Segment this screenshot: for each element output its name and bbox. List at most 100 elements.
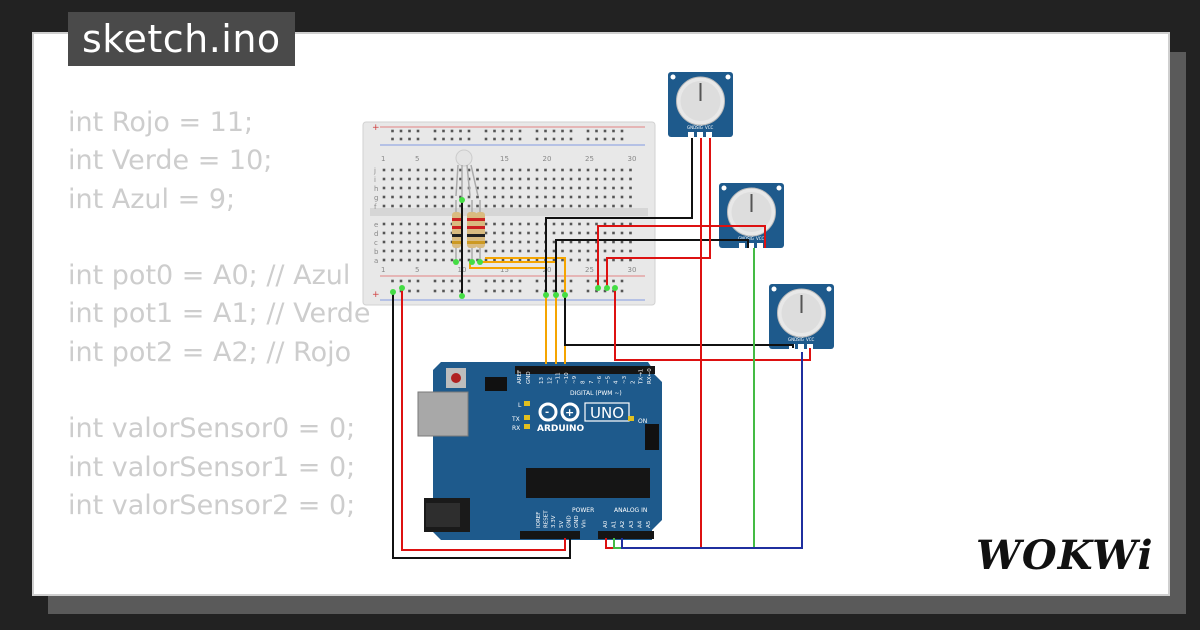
breadboard-row-letter: e [374,221,378,229]
arduino-model: UNO [590,404,624,422]
aref-pin-label: AREF [517,370,523,384]
code-line: int Rojo = 11; [68,107,254,138]
wokwi-logo: WOKWi [976,532,1154,579]
digital-pin-label: TX→1 [639,369,645,385]
analog-pin-label: A2 [620,521,626,528]
breadboard-col-number: 15 [500,266,509,274]
breadboard-row-letter: c [374,239,378,247]
code-line: int pot0 = A0; // Azul [68,260,351,292]
code-line: int valorSensor1 = 0; [68,451,356,483]
code-line: int pot2 = A2; // Rojo [68,336,352,368]
wire-black-pot1 [545,138,693,295]
analog-pin-label: A4 [637,520,643,528]
wire-blue-a0 [621,352,803,549]
led-tx-label: TX [511,416,520,423]
code-preview: int Rojo = 11;int Verde = 10;int Azul = … [68,104,398,524]
digital-pin-label: 7 [589,380,595,384]
power-pin-label: IOREF [536,512,542,528]
pot-pin-label: SIG [747,236,754,241]
breadboard-col-number: 5 [415,266,419,274]
breadboard-col-number: 30 [628,155,637,163]
usb-port [417,391,469,437]
pot-pin-label: GND [788,337,797,342]
digital-pin-label: ~9 [572,375,578,384]
digital-pin-label: 13 [539,377,545,384]
breadboard-row-letter: j [373,167,376,175]
analog-label: ANALOG IN [614,507,647,514]
digital-pin-label: 12 [547,377,553,384]
code-line: int valorSensor2 = 0; [68,489,356,521]
digital-pin-label: ~10 [564,372,570,384]
arduino-brand: ARDUINO [537,424,585,434]
digital-pin-label: ~3 [622,375,628,384]
breadboard-row-letter: a [374,257,378,265]
breadboard-row-letter: d [374,230,378,238]
breadboard-col-number: 5 [415,155,419,163]
breadboard-row-letter: f [374,203,377,211]
power-header [520,531,580,539]
wire-orange-1 [469,262,547,364]
code-line: int Verde = 10; [68,145,273,177]
power-pin-label: RESET [544,510,550,528]
wire-red-pot3 [614,288,811,361]
power-pin-label: GND [574,515,580,528]
power-pin-label: Vin [582,519,588,528]
power-pin-label: 3.3V [551,515,557,528]
code-line: int pot1 = A1; // Verde [68,298,371,330]
breadboard-col-number: 25 [585,266,594,274]
breadboard-col-number: 25 [585,155,594,163]
analog-pin-label: A5 [646,520,652,528]
digital-pin-label: RX←0 [647,368,653,384]
pot-pin-label: SIG [696,125,703,130]
gnd-pin-label: GND [526,371,532,384]
breadboard-row-letter: i [374,176,376,184]
led-l-label: L [518,402,522,409]
icsp-header-2 [645,424,659,450]
analog-pin-label: A3 [629,520,635,528]
wire-red-5v [401,288,566,551]
svg-text:+: + [565,406,574,419]
digital-pin-label: 8 [581,380,587,384]
resistor-1 [452,200,461,262]
analog-header [598,531,654,539]
file-tab[interactable]: sketch.ino [68,12,295,66]
icsp-header [485,377,507,391]
arduino-infinity-logo [538,402,580,422]
wire-red-pot1 [606,138,711,288]
svg-text:-: - [545,407,549,418]
pot-pin-label: VCC [705,125,714,130]
wire-black-gnd [392,292,571,559]
pot-pin-label: SIG [797,337,804,342]
svg-text:+: + [372,123,380,133]
resistor-2 [467,200,477,262]
digital-pin-label: ~11 [556,372,562,384]
analog-pin-label: A1 [612,521,618,528]
power-label: POWER [572,507,594,514]
rgb-led [455,149,479,200]
breadboard-col-number: 1 [381,155,385,163]
breadboard-col-number: 15 [500,155,509,163]
atmega-chip [526,468,650,498]
pot-pin-label: VCC [806,337,815,342]
digital-pin-label: 2 [630,381,636,385]
power-pin-label: GND [566,515,572,528]
pot-pin-label: VCC [756,236,765,241]
digital-pin-label: ~5 [605,375,611,384]
svg-text:+: + [372,290,380,300]
pot-pin-label: GND [687,125,696,130]
wire-black-pot2 [555,239,749,295]
led-on-label: ON [638,418,647,425]
breadboard: + + 115510101515202025253030jihgfedcba [362,121,656,306]
digital-pin-label: 4 [614,380,620,384]
breadboard-col-number: 20 [543,155,552,163]
digital-label: DIGITAL (PWM ~) [570,390,622,397]
digital-header [515,366,655,374]
analog-pin-label: A0 [603,520,609,528]
pot-pin-label: GND [738,236,747,241]
breadboard-row-letter: h [374,185,378,193]
